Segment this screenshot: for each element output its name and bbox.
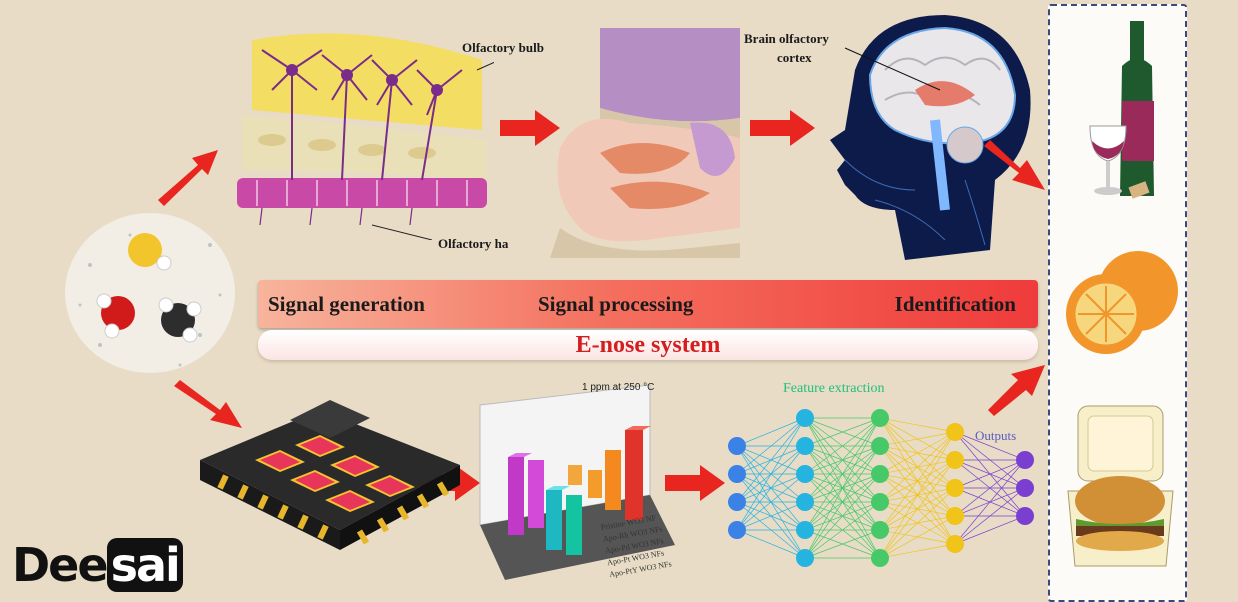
nn-node: [796, 521, 814, 539]
nn-edge: [879, 431, 956, 475]
nn-edge: [736, 417, 806, 503]
nn-node: [871, 493, 889, 511]
nn-edge: [954, 487, 1026, 545]
nn-node: [728, 465, 746, 483]
nn-edge: [804, 529, 881, 559]
nn-node: [1016, 479, 1034, 497]
nn-edge: [954, 459, 1026, 545]
nn-edge: [954, 459, 1026, 489]
signal-banner: Signal generation Signal processing Iden…: [258, 280, 1038, 328]
enose-system-label: E-nose system: [575, 332, 721, 358]
identified-items-panel: [1048, 4, 1187, 602]
olfactory-bulb-illustration: [237, 33, 494, 240]
sensor-chip-illustration: [200, 400, 460, 550]
nn-edge: [736, 501, 806, 531]
nn-edge: [879, 515, 956, 559]
burger-box-icon: [1067, 405, 1174, 567]
brain-cortex-label-2: cortex: [777, 50, 812, 65]
olfactory-hair-label: Olfactory ha: [438, 236, 509, 251]
arrow-to-network: [665, 465, 725, 501]
nn-node: [728, 493, 746, 511]
nn-node: [728, 437, 746, 455]
nn-node: [946, 479, 964, 497]
olfactory-bulb-label: Olfactory bulb: [462, 40, 544, 55]
arrow-to-nose: [500, 110, 560, 146]
arrow-to-panel-top: [984, 140, 1045, 190]
nn-edge: [879, 543, 956, 559]
nn-edge: [736, 445, 806, 531]
wine-icon: [1089, 21, 1154, 199]
nn-edge: [736, 473, 806, 531]
enose-system-banner: E-nose system: [258, 330, 1038, 360]
nn-edge: [804, 445, 881, 559]
nn-node: [796, 549, 814, 567]
nn-edge: [736, 417, 806, 447]
nn-node: [946, 535, 964, 553]
chart-title: 1 ppm at 250 °C: [582, 382, 655, 393]
nn-node: [796, 465, 814, 483]
nn-edge: [879, 431, 956, 503]
odor-molecules-illustration: [65, 213, 235, 373]
nn-node: [946, 423, 964, 441]
nn-edge: [879, 431, 956, 447]
nn-node: [796, 437, 814, 455]
orange-icon: [1066, 251, 1178, 354]
nn-edge: [879, 459, 956, 559]
nn-edge: [736, 417, 806, 531]
identification-label: Identification: [894, 292, 1016, 316]
nn-edge: [879, 431, 956, 531]
brain-cortex-label-1: Brain olfactory: [744, 31, 829, 46]
feature-extraction-label: Feature extraction: [783, 381, 885, 396]
nn-edge: [804, 417, 881, 559]
nn-edge: [879, 417, 956, 433]
arrow-to-brain: [750, 110, 815, 146]
outputs-label: Outputs: [975, 428, 1017, 443]
nn-edge: [804, 417, 881, 531]
neural-network-illustration: [728, 409, 1034, 567]
arrow-to-sensor: [174, 380, 242, 428]
nn-edge: [954, 459, 1026, 517]
signal-generation-label: Signal generation: [268, 292, 425, 316]
nn-edge: [954, 515, 1026, 545]
nn-edge: [804, 473, 881, 559]
nn-node: [728, 521, 746, 539]
nn-node: [871, 409, 889, 427]
nn-node: [1016, 451, 1034, 469]
signal-processing-label: Signal processing: [538, 292, 694, 316]
nn-node: [871, 521, 889, 539]
nn-node: [796, 409, 814, 427]
nn-edge: [804, 417, 881, 447]
sensor-legend: Pristine WO3 NF Apo-Rh WO3 NFs Apo-Pd WO…: [600, 511, 673, 581]
nn-node: [946, 507, 964, 525]
nn-node: [871, 437, 889, 455]
nn-edge: [879, 431, 956, 559]
nn-edge: [954, 431, 1026, 461]
nn-node: [1016, 507, 1034, 525]
nn-node: [796, 493, 814, 511]
nn-node: [946, 451, 964, 469]
nn-edge: [736, 529, 806, 559]
sensor-response-bar-illustration: [479, 384, 675, 580]
nn-node: [871, 465, 889, 483]
brain-head-illustration: [830, 15, 1031, 260]
nn-edge: [879, 487, 956, 559]
nasal-cavity-illustration: [550, 28, 740, 258]
deesai-logo: Deesai: [12, 538, 183, 592]
nn-node: [871, 549, 889, 567]
nn-edge: [804, 501, 881, 559]
logo-text-a: Dee: [12, 538, 109, 592]
nn-edge: [736, 417, 806, 475]
nn-edge: [804, 417, 881, 475]
logo-text-b: sai: [106, 538, 183, 592]
nn-edge: [804, 417, 881, 503]
arrow-to-bulb: [158, 150, 218, 206]
arrow-to-panel-bottom: [988, 365, 1045, 416]
